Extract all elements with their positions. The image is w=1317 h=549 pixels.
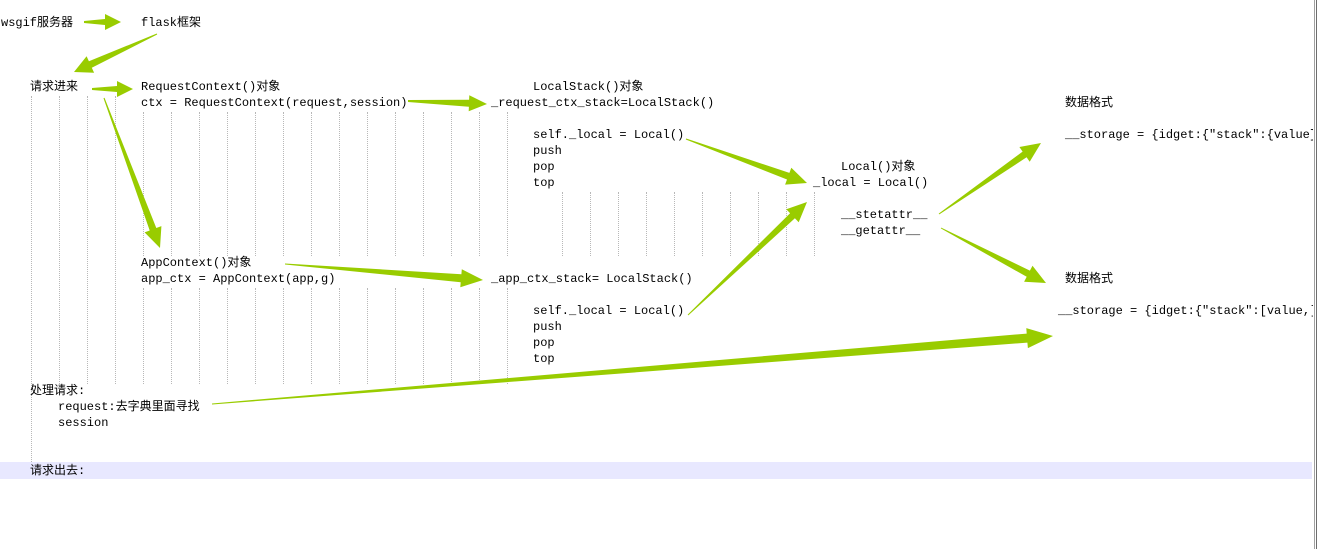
data-format-label: 数据格式: [1065, 272, 1114, 286]
indent-guide: [227, 288, 228, 384]
local-object-title: Local()对象: [841, 160, 916, 174]
indent-guide: [814, 192, 815, 256]
indent-guide: [479, 112, 480, 256]
arrow-up-right-icon: [687, 202, 807, 316]
request-stack-member: self._local = Local(): [533, 128, 685, 142]
indent-guide: [590, 192, 591, 256]
arrow-down-left-icon: [74, 33, 158, 73]
indent-guide: [283, 112, 284, 256]
arrow-down-right-icon: [685, 138, 807, 185]
indent-guide: [618, 192, 619, 256]
indent-guide: [758, 192, 759, 256]
indent-guide: [311, 112, 312, 256]
indent-guide: [115, 96, 116, 384]
indent-guide: [451, 112, 452, 256]
indent-guide: [423, 112, 424, 256]
request-stack-member: push: [533, 144, 562, 158]
app-stack-member: self._local = Local(): [533, 304, 685, 318]
indent-guide: [171, 288, 172, 384]
indent-guide: [227, 112, 228, 256]
arrow-right-icon: [285, 263, 483, 288]
indent-guide: [171, 112, 172, 256]
storage-format-code: __storage = {idget:{"stack":[value,]: [1058, 304, 1317, 318]
arrow-right-icon: [408, 95, 487, 112]
current-line-highlight: [0, 462, 1312, 479]
local-object-code: _local = Local(): [813, 176, 929, 190]
request-context-code: ctx = RequestContext(request,session): [141, 96, 408, 110]
indent-guide: [367, 112, 368, 256]
indent-guide: [87, 96, 88, 384]
indent-guide: [367, 288, 368, 384]
storage-format-code: __storage = {idget:{"stack":{value}: [1065, 128, 1317, 142]
app-stack-member: push: [533, 320, 562, 334]
indent-guide: [423, 288, 424, 384]
request-outgoing-label: 请求出去:: [30, 464, 86, 478]
indent-guide: [451, 288, 452, 384]
handle-request-label: 处理请求:: [30, 384, 86, 398]
data-format-label: 数据格式: [1065, 96, 1114, 110]
app-context-title: AppContext()对象: [141, 256, 252, 270]
indent-guide: [507, 112, 508, 256]
indent-guide: [395, 112, 396, 256]
app-stack-member: pop: [533, 336, 555, 350]
arrow-down-icon: [103, 97, 162, 248]
indent-guide: [255, 112, 256, 256]
indent-guide: [674, 192, 675, 256]
request-stack-member: top: [533, 176, 555, 190]
request-stack-member: pop: [533, 160, 555, 174]
indent-guide: [395, 288, 396, 384]
indent-guide: [199, 288, 200, 384]
arrow-right-icon: [92, 81, 133, 97]
localstack-title: LocalStack()对象: [533, 80, 644, 94]
handle-request-line: request:去字典里面寻找: [58, 400, 200, 414]
app-ctx-stack-code: _app_ctx_stack= LocalStack(): [491, 272, 693, 286]
request-incoming-label: 请求进来: [30, 80, 79, 94]
indent-guide: [730, 192, 731, 256]
indent-guide: [283, 288, 284, 384]
indent-guide: [143, 288, 144, 384]
arrow-down-right-icon: [940, 227, 1046, 283]
indent-guide: [507, 288, 508, 384]
local-method: __getattr__: [841, 224, 921, 238]
indent-guide: [59, 96, 60, 384]
indent-guide: [479, 288, 480, 384]
arrow-right-icon: [84, 14, 121, 30]
request-context-title: RequestContext()对象: [141, 80, 281, 94]
indent-guide: [646, 192, 647, 256]
local-method: __stetattr__: [841, 208, 928, 222]
arrow-right-icon: [212, 328, 1053, 405]
indent-guide: [311, 288, 312, 384]
indent-guide: [562, 192, 563, 256]
indent-guide: [143, 112, 144, 256]
indent-guide: [255, 288, 256, 384]
wsgi-server-label: wsgif服务器: [1, 16, 74, 30]
app-context-code: app_ctx = AppContext(app,g): [141, 272, 336, 286]
indent-guide: [339, 288, 340, 384]
handle-request-line: session: [58, 416, 109, 430]
arrow-up-right-icon: [938, 143, 1041, 215]
window-right-border: [1313, 0, 1317, 549]
flask-framework-label: flask框架: [141, 16, 202, 30]
request-ctx-stack-code: _request_ctx_stack=LocalStack(): [491, 96, 715, 110]
indent-guide: [199, 112, 200, 256]
indent-guide: [31, 96, 32, 462]
indent-guide: [702, 192, 703, 256]
indent-guide: [339, 112, 340, 256]
app-stack-member: top: [533, 352, 555, 366]
